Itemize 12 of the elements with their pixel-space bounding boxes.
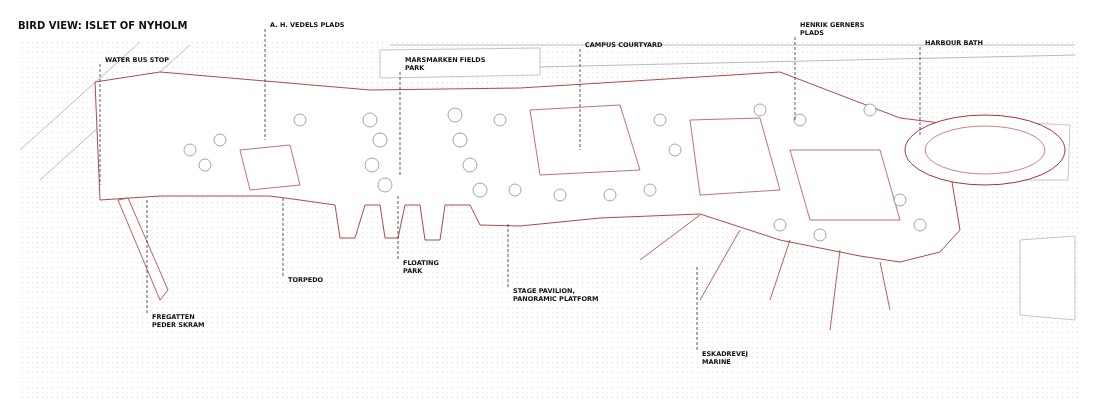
leader-line [794,36,796,121]
leader-line [282,197,284,277]
leader-line [507,221,509,288]
leader-line [397,194,399,260]
leader-line [919,46,921,136]
leader-line [579,48,581,151]
leader-line [696,264,698,351]
leader-line [399,71,401,176]
leader-line [146,199,148,314]
leader-line [264,28,266,141]
diagram-title: BIRD VIEW: ISLET OF NYHOLM [18,20,188,31]
leader-line [99,63,101,186]
